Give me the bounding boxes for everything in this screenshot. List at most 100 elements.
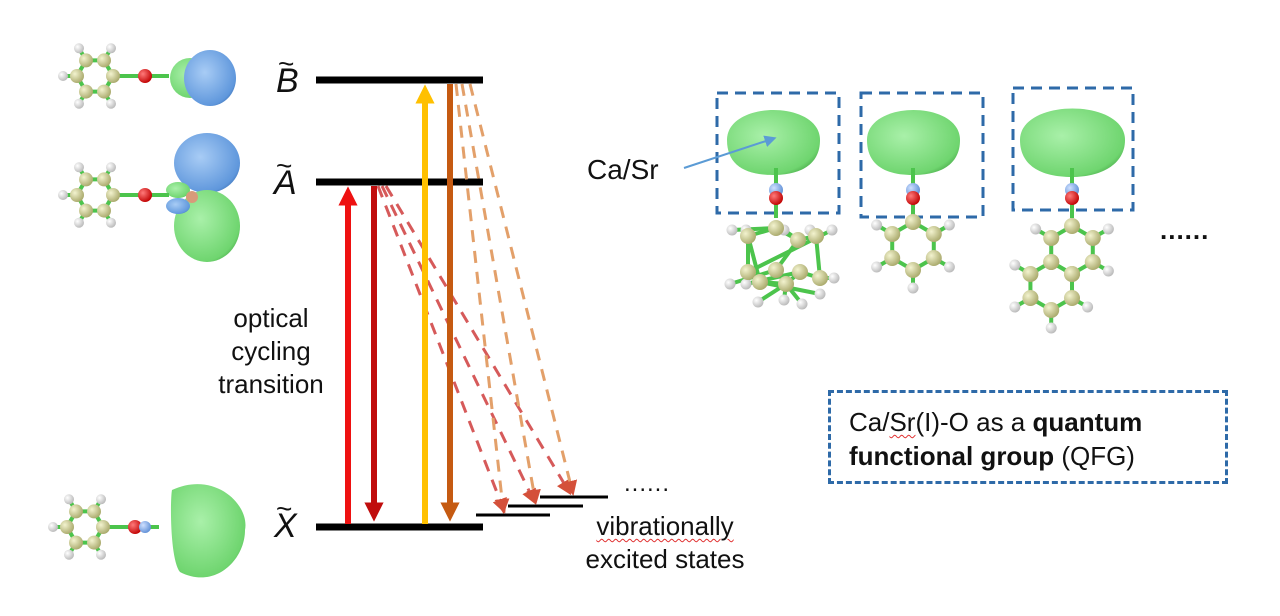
carbon-atom [905,214,921,230]
carbon-atom [1022,290,1039,306]
hydrogen-atom [943,261,955,273]
carbon-atom [1022,266,1039,282]
orbital-right-3 [1020,108,1125,177]
molecule-left-X [48,494,159,560]
carbon-atom [925,250,942,266]
carbon-atom [69,535,83,550]
carbon-atom [740,264,756,280]
orbital-right-1 [727,110,820,175]
hydrogen-atom [740,278,752,290]
carbon-atom [768,262,784,278]
hydrogen-atom [1082,301,1094,313]
oxygen-atom [1065,191,1079,205]
hydrogen-atom [106,43,116,54]
vibrational-label: vibrationally excited states [560,510,770,576]
cycling-line-3: transition [218,369,324,399]
carbon-atom [87,535,101,550]
hydrogen-atom [106,98,116,109]
qfg-text-2: (I)-O as a [915,407,1033,437]
hydrogen-atom [1009,259,1021,271]
qfg-caption-box: Ca/Sr(I)-O as a quantum functional group… [828,390,1228,484]
carbon-atom [70,69,84,83]
qfg-box-1 [715,91,841,215]
hydrogen-atom [106,162,116,173]
more-molecules-ellipsis: ...... [1160,215,1210,245]
carbon-atom [808,228,824,244]
oxygen-atom [128,520,142,534]
molecule-left-B [58,43,169,109]
metal-callout-label: Ca/Sr [587,154,659,186]
hydrogen-atom [64,549,74,560]
tilde-B: ~ [278,48,295,79]
qfg-bold-2: functional group [849,441,1055,471]
state-label-B: ~ B [276,48,306,102]
qfg-text-sr: Sr [889,407,916,437]
hydrogen-atom [828,272,840,284]
carbon-atom [884,226,901,242]
carbon-atom [1043,302,1060,318]
decay-A-vib3 [384,185,572,496]
carbon-atom [792,264,808,280]
hydrogen-atom [74,43,84,54]
carbon-atom [1084,230,1101,246]
tilde-A: ~ [276,150,293,181]
orbital-X-lobe [170,484,246,578]
hydrogen-atom [752,296,764,308]
carbon-atom [106,188,120,202]
qfg-box-3 [1011,86,1135,212]
carbon-atom [1064,218,1080,234]
carbon-atom [1084,254,1101,270]
hydrogen-atom [106,217,116,228]
decay-B-vib3 [468,83,578,496]
tilde-X: ~ [276,493,293,524]
carbon-atom [1043,230,1060,246]
carbon-atom [70,188,84,202]
carbon-atom [97,53,111,68]
hydrogen-atom [58,71,68,81]
carbon-atom [905,262,921,278]
metal-callout-text: Ca/Sr [587,154,659,185]
hydrogen-atom [778,294,790,306]
carbon-atom [925,226,942,242]
hydrogen-atom [1102,223,1114,235]
carbon-atom [1064,290,1080,306]
hydrogen-atom [1045,322,1057,334]
label-B: B [276,62,299,100]
decay-A-vib2 [380,185,536,505]
carbon-atom [87,504,101,519]
orbital-B-lobes [170,50,236,106]
carbon-atom [60,520,74,534]
hydrogen-atom [814,288,826,300]
carbon-atom [106,69,120,83]
carbon-atom [778,276,794,292]
hydrogen-atom [1009,301,1021,313]
orbital-A-lobes [166,133,240,262]
hydrogen-atom [96,494,106,505]
carbon-atom [1064,266,1080,282]
carbon-atom [79,84,93,99]
hydrogen-atom [907,282,919,294]
qfg-bold-1: quantum [1032,407,1143,437]
hydrogen-atom [1030,223,1042,235]
hydrogen-atom [724,278,736,290]
carbon-atom [97,203,111,218]
state-label-A: ~ A [274,150,304,204]
carbon-atom [752,274,768,290]
hydrogen-atom [943,219,955,231]
carbon-atom [812,270,828,286]
vib-line-1: vibrationally [596,511,734,541]
hydrogen-atom [64,494,74,505]
carbon-atom [96,520,110,534]
carbon-atom [740,228,756,244]
molecule-left-A [58,162,169,228]
hydrogen-atom [74,162,84,173]
carbon-atom [1043,254,1060,270]
hydrogen-atom [726,224,738,236]
decay-B-vib2 [460,83,541,505]
label-A: A [274,164,297,202]
carbon-atom [97,84,111,99]
carbon-atom [79,172,93,187]
molecule-right-phenyl [871,168,955,294]
hydrogen-atom [796,298,808,310]
